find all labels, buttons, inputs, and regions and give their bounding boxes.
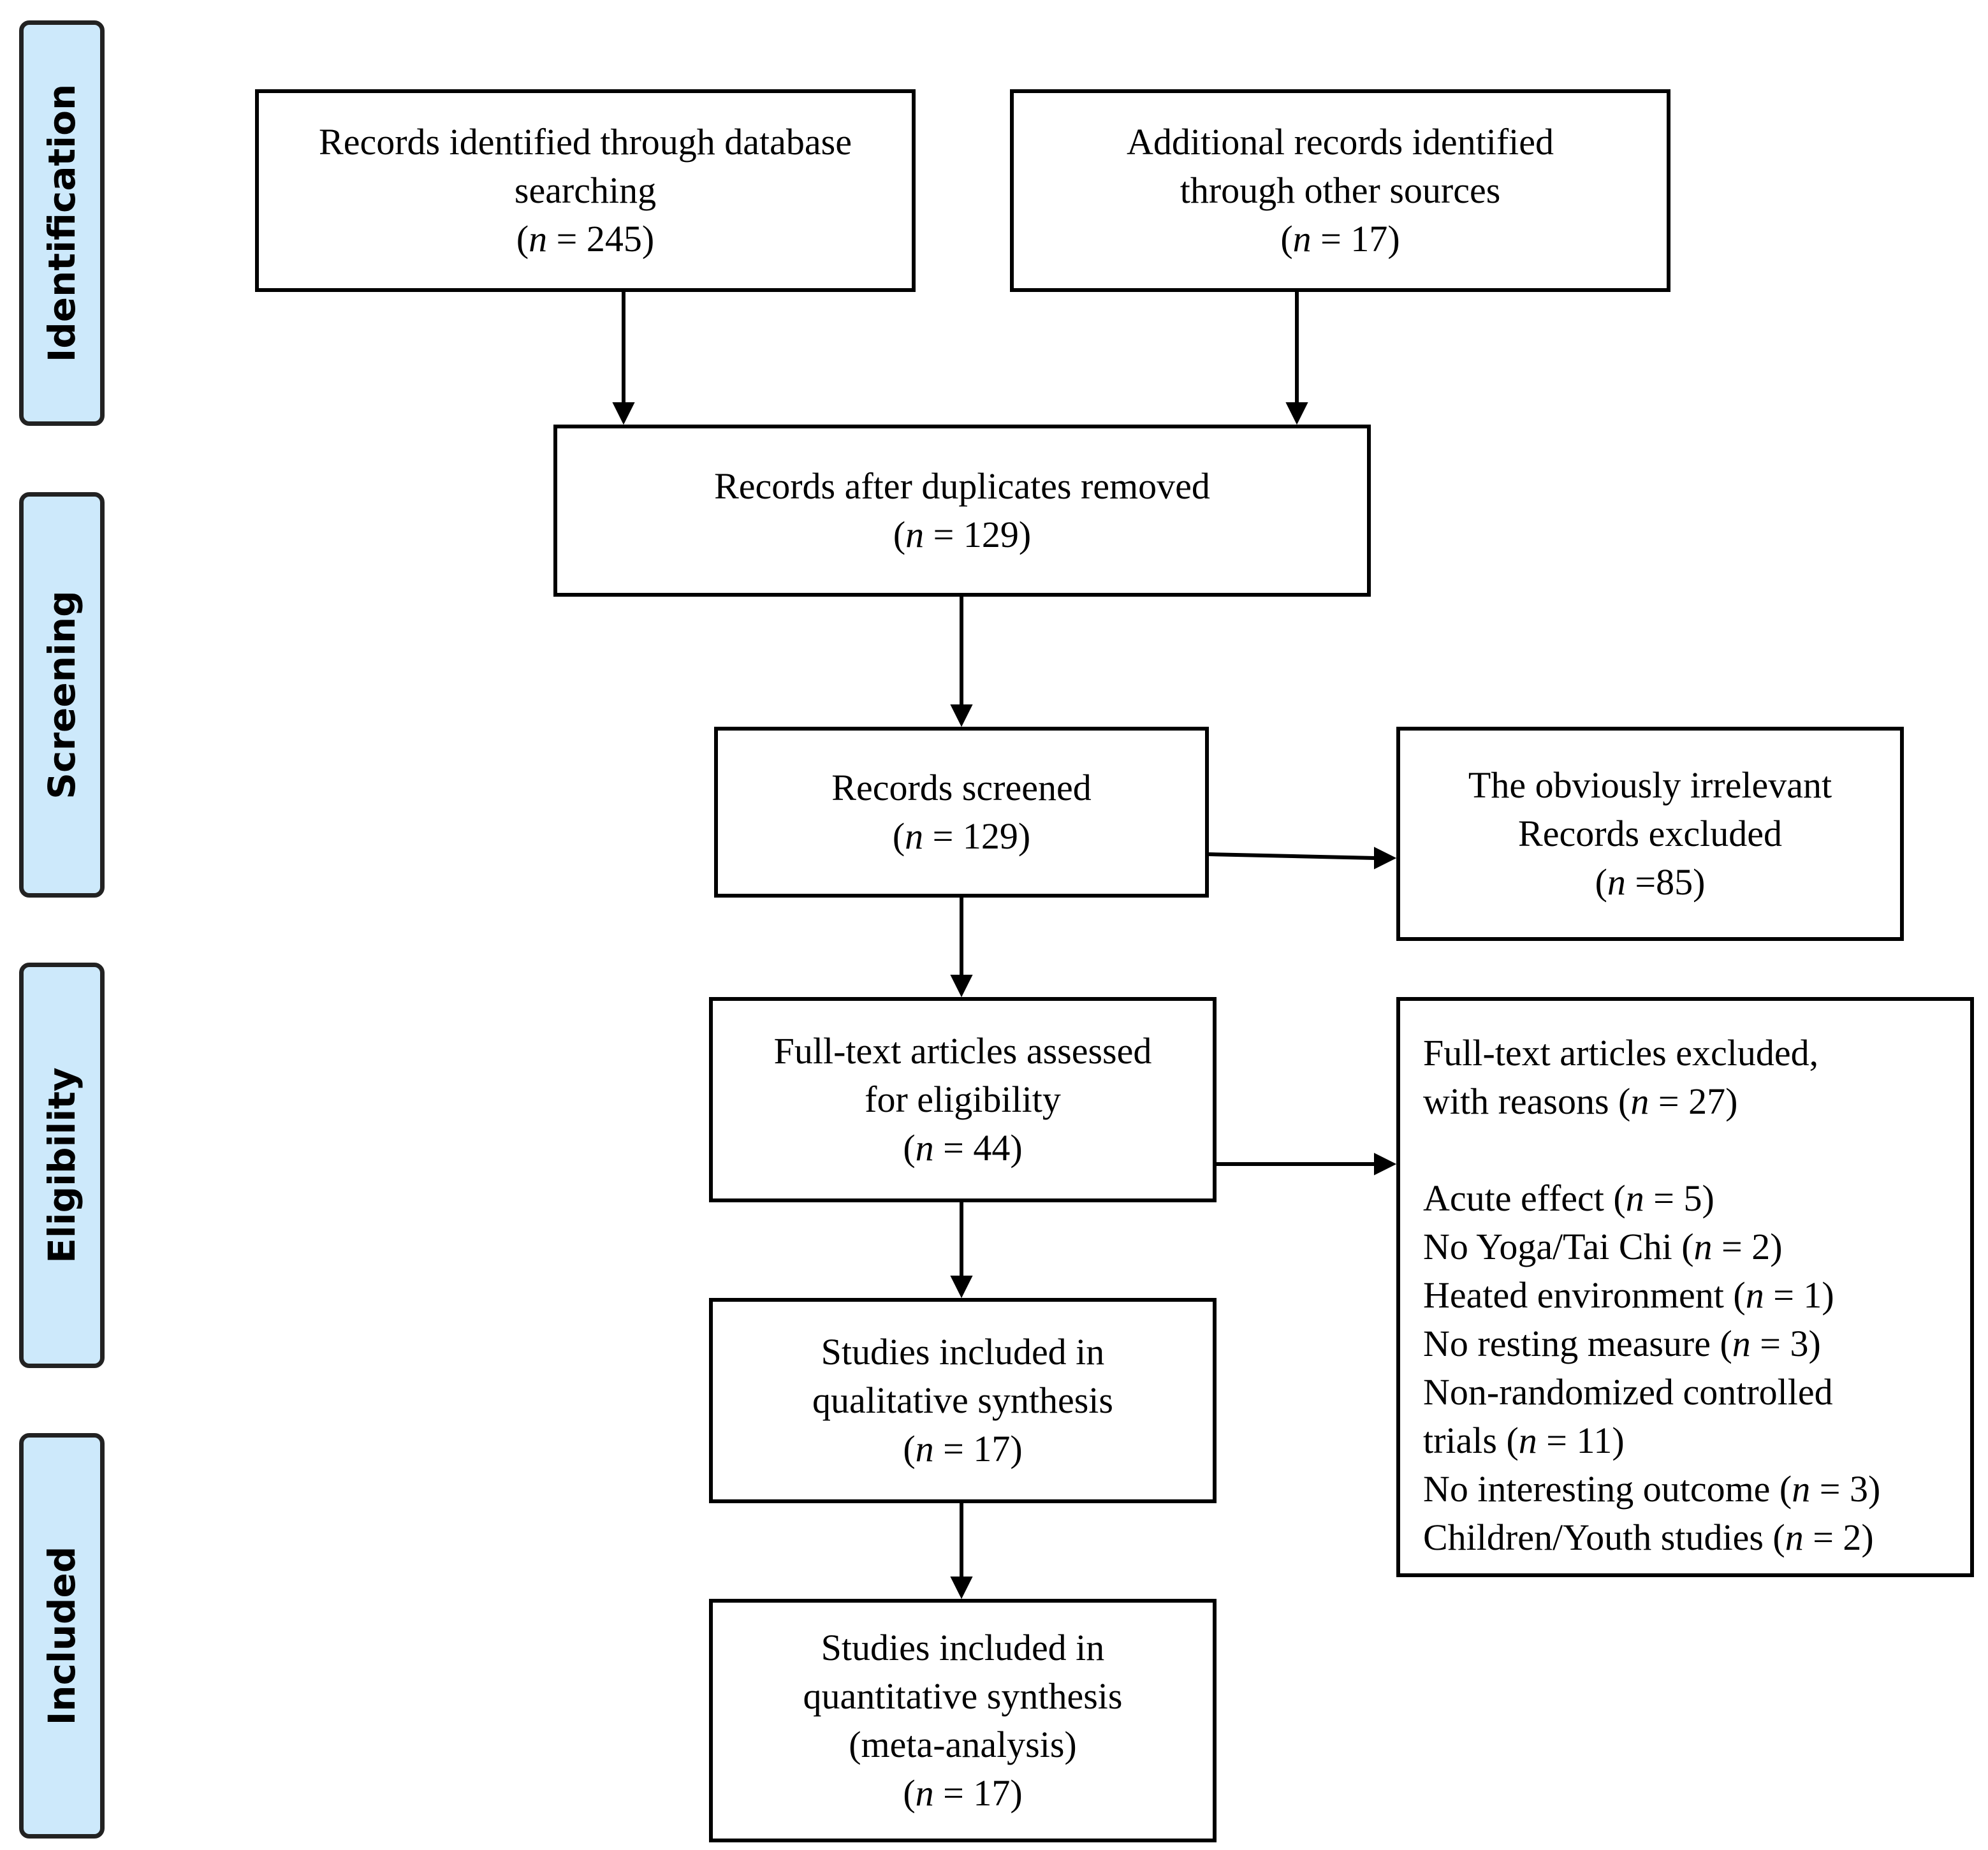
quantitative-synthesis-box: Studies included in quantitative synthes… bbox=[709, 1599, 1217, 1842]
arrow-screened-to-excluded bbox=[1208, 852, 1375, 860]
count-line: (n = 129) bbox=[892, 815, 1031, 857]
phase-identification: Identification bbox=[19, 20, 105, 426]
arrowhead bbox=[1374, 1153, 1397, 1176]
box-text-line: Additional records identified bbox=[1126, 121, 1554, 163]
box-text-line: (meta-analysis) bbox=[849, 1724, 1077, 1765]
count-line: (n = 17) bbox=[1280, 218, 1400, 259]
n-symbol: n bbox=[915, 1772, 934, 1814]
count-line: (n =85) bbox=[1595, 861, 1706, 903]
database-search-box: Records identified through database sear… bbox=[255, 89, 916, 292]
count-value: = 11) bbox=[1537, 1420, 1625, 1461]
n-symbol: n bbox=[905, 514, 925, 555]
duplicates-removed-box: Records after duplicates removed (n = 12… bbox=[553, 425, 1371, 597]
count-value: = 2) bbox=[1712, 1226, 1783, 1267]
box-text: with reasons ( bbox=[1423, 1081, 1631, 1122]
count-line: (n = 129) bbox=[893, 514, 1032, 555]
reason-text: No resting measure ( bbox=[1423, 1323, 1732, 1364]
n-symbol: n bbox=[1625, 1177, 1644, 1219]
box-text-line: Studies included in bbox=[821, 1627, 1105, 1668]
n-symbol: n bbox=[915, 1428, 934, 1469]
box-text-line: for eligibility bbox=[865, 1079, 1061, 1120]
reason-text: No interesting outcome ( bbox=[1423, 1468, 1792, 1510]
count-line: with reasons (n = 27) bbox=[1423, 1077, 1737, 1126]
count-value: = 5) bbox=[1644, 1177, 1714, 1219]
count-value: = 3) bbox=[1750, 1323, 1821, 1364]
arrowhead bbox=[1285, 402, 1308, 425]
n-symbol: n bbox=[1518, 1420, 1537, 1461]
arrowhead bbox=[950, 1577, 973, 1599]
arrowhead bbox=[950, 975, 973, 998]
n-symbol: n bbox=[1607, 861, 1626, 903]
exclusion-reason: Non-randomized controlled bbox=[1423, 1368, 1833, 1417]
count-value: = 17 bbox=[933, 1428, 1011, 1469]
qualitative-synthesis-box: Studies included in qualitative synthesi… bbox=[709, 1298, 1217, 1503]
count-value: = 129 bbox=[924, 514, 1019, 555]
exclusion-reason: Children/Youth studies (n = 2) bbox=[1423, 1513, 1874, 1562]
other-sources-box: Additional records identified through ot… bbox=[1010, 89, 1670, 292]
fulltext-assessed-box: Full-text articles assessed for eligibil… bbox=[709, 997, 1217, 1202]
box-text-line: Studies included in bbox=[821, 1331, 1105, 1373]
box-text-line: Records screened bbox=[831, 767, 1092, 808]
box-text-line: Records after duplicates removed bbox=[714, 465, 1210, 507]
n-symbol: n bbox=[1630, 1081, 1649, 1122]
n-symbol: n bbox=[1792, 1468, 1811, 1510]
fulltext-excluded-box: Full-text articles excluded, with reason… bbox=[1396, 997, 1974, 1577]
exclusion-reason: trials (n = 11) bbox=[1423, 1417, 1625, 1465]
irrelevant-excluded-box: The obviously irrelevant Records exclude… bbox=[1396, 727, 1904, 941]
count-value: = 17 bbox=[933, 1772, 1011, 1814]
n-symbol: n bbox=[905, 815, 924, 857]
count-value: = 1) bbox=[1764, 1274, 1834, 1316]
box-text-line: Full-text articles assessed bbox=[773, 1030, 1152, 1072]
exclusion-reason: Acute effect (n = 5) bbox=[1423, 1174, 1714, 1223]
phase-screening: Screening bbox=[19, 492, 105, 898]
n-symbol: n bbox=[1732, 1323, 1751, 1364]
phase-included: Included bbox=[19, 1433, 105, 1839]
box-text-line: The obviously irrelevant bbox=[1468, 764, 1832, 806]
count-value: = 17 bbox=[1311, 218, 1388, 259]
box-text-line: qualitative synthesis bbox=[812, 1380, 1113, 1421]
count-value: =85 bbox=[1625, 861, 1693, 903]
count-value: = 44 bbox=[933, 1127, 1011, 1169]
arrowhead bbox=[612, 402, 635, 425]
n-symbol: n bbox=[1292, 218, 1312, 259]
reason-text: Acute effect ( bbox=[1423, 1177, 1626, 1219]
count-value: = 245 bbox=[547, 218, 642, 259]
count-line: (n = 17) bbox=[903, 1772, 1023, 1814]
box-text-line: Full-text articles excluded, bbox=[1423, 1032, 1819, 1074]
count-value: = 3) bbox=[1810, 1468, 1881, 1510]
count-value: = 27) bbox=[1649, 1081, 1738, 1122]
arrowhead bbox=[950, 704, 973, 727]
exclusion-reason: No Yoga/Tai Chi (n = 2) bbox=[1423, 1223, 1783, 1271]
records-screened-box: Records screened (n = 129) bbox=[714, 727, 1209, 898]
count-line: (n = 44) bbox=[903, 1127, 1023, 1169]
arrowhead bbox=[1374, 847, 1397, 870]
n-symbol: n bbox=[915, 1127, 934, 1169]
count-line: (n = 245) bbox=[516, 218, 655, 259]
box-text-line: through other sources bbox=[1180, 170, 1501, 211]
count-line: (n = 17) bbox=[903, 1428, 1023, 1469]
reason-text: Heated environment ( bbox=[1423, 1274, 1746, 1316]
reason-text: trials ( bbox=[1423, 1420, 1519, 1461]
reason-text: No Yoga/Tai Chi ( bbox=[1423, 1226, 1694, 1267]
n-symbol: n bbox=[1785, 1517, 1804, 1558]
arrowhead bbox=[950, 1276, 973, 1299]
box-text-line: Records identified through database bbox=[319, 121, 852, 163]
exclusion-reason: No resting measure (n = 3) bbox=[1423, 1320, 1821, 1368]
exclusion-reason: Heated environment (n = 1) bbox=[1423, 1271, 1834, 1320]
n-symbol: n bbox=[529, 218, 548, 259]
exclusion-reason: No interesting outcome (n = 3) bbox=[1423, 1465, 1880, 1513]
count-value: = 129 bbox=[923, 815, 1018, 857]
reason-text: Children/Youth studies ( bbox=[1423, 1517, 1785, 1558]
box-text-line: searching bbox=[514, 170, 657, 211]
reason-text: Non-randomized controlled bbox=[1423, 1371, 1833, 1413]
count-value: = 2) bbox=[1803, 1517, 1874, 1558]
box-text-line: Records excluded bbox=[1518, 813, 1782, 854]
n-symbol: n bbox=[1745, 1274, 1764, 1316]
phase-eligibility: Eligibility bbox=[19, 963, 105, 1368]
n-symbol: n bbox=[1693, 1226, 1713, 1267]
box-text-line: quantitative synthesis bbox=[803, 1675, 1123, 1717]
